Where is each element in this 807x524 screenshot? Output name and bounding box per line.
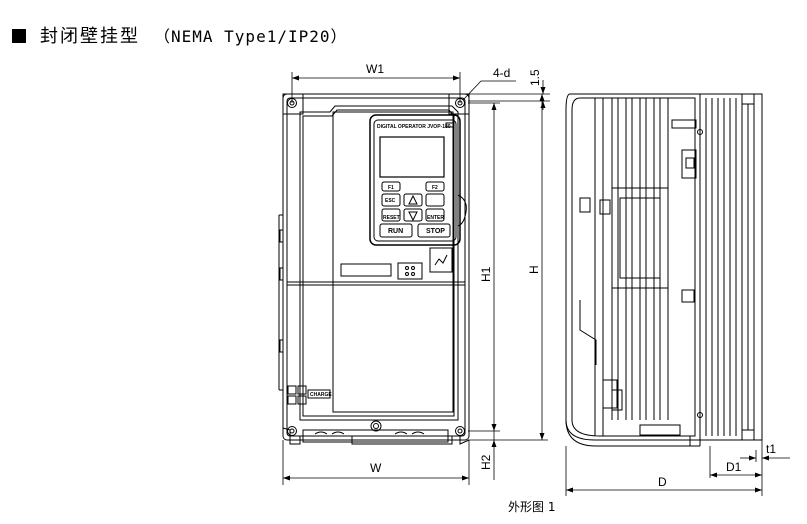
charge-label: CHARGE	[310, 392, 332, 398]
dim-h: H	[527, 265, 541, 274]
dim-w1: W1	[366, 62, 384, 76]
dim-top-offset: 1.5	[528, 69, 542, 86]
f1-key: F1	[388, 185, 394, 191]
dim-t1: t1	[766, 442, 776, 456]
enter-key: ENTER	[427, 215, 444, 221]
f2-key: F2	[432, 185, 438, 191]
dimension-arrows	[283, 75, 769, 493]
dim-d: D	[658, 475, 667, 489]
dimension-lines	[282, 72, 790, 496]
run-key: RUN	[388, 228, 403, 235]
dim-hole: 4-d	[493, 66, 510, 80]
reset-key: RESET	[383, 215, 400, 221]
side-view	[565, 93, 763, 447]
bullet-square-icon	[12, 29, 26, 43]
dim-h1: H1	[479, 266, 493, 282]
title-text: 封闭壁挂型	[40, 26, 140, 47]
dim-d1: D1	[726, 460, 742, 474]
figure-caption: 外形图 1	[508, 500, 556, 514]
dim-h2: H2	[479, 454, 493, 470]
digital-operator	[369, 114, 461, 246]
section-title: 封闭壁挂型 （NEMA Type1/IP20）	[12, 22, 348, 48]
stop-key: STOP	[426, 228, 445, 235]
esc-key: ESC	[385, 198, 396, 204]
operator-brand: DIGITAL OPERATOR JVOP-180	[377, 124, 451, 130]
dim-w: W	[370, 461, 382, 475]
title-spec: （NEMA Type1/IP20）	[154, 27, 348, 46]
